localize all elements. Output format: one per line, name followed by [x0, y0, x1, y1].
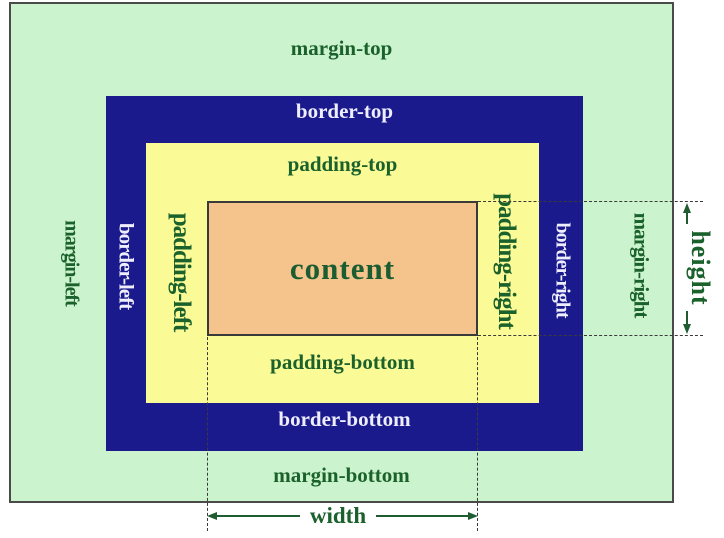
padding-bottom-label: padding-bottom: [270, 350, 415, 374]
content-area: content: [207, 201, 478, 336]
margin-left-label: margin-left: [60, 220, 83, 306]
height-guide-top-dashed-line: [478, 201, 703, 202]
width-arrow-right-icon: [468, 512, 478, 520]
width-guide-right-dashed-line: [477, 337, 478, 531]
width-arrow-left-line: [216, 515, 300, 517]
margin-right-label: margin-right: [629, 212, 654, 318]
width-arrow-right-line: [376, 515, 468, 517]
width-label: width: [309, 503, 367, 528]
padding-right-label: padding-right: [493, 193, 520, 329]
border-bottom-label: border-bottom: [278, 407, 411, 431]
margin-bottom-label: margin-bottom: [273, 463, 410, 487]
width-guide-left-dashed-line: [207, 337, 208, 531]
margin-top-label: margin-top: [290, 36, 393, 60]
width-arrow-left-icon: [207, 512, 217, 520]
height-guide-bottom-dashed-line: [478, 335, 703, 336]
content-label: content: [289, 250, 396, 286]
border-right-label: border-right: [551, 222, 574, 318]
padding-left-label: padding-left: [168, 212, 195, 332]
border-top-label: border-top: [295, 99, 394, 123]
border-left-label: border-left: [114, 222, 139, 310]
height-arrow-up-icon: [683, 203, 691, 213]
padding-top-label: padding-top: [287, 152, 398, 176]
height-arrow-down-icon: [683, 324, 691, 334]
height-arrow-bottom-line: [686, 311, 688, 324]
height-arrow-top-line: [686, 211, 688, 224]
height-label: height: [686, 230, 715, 306]
